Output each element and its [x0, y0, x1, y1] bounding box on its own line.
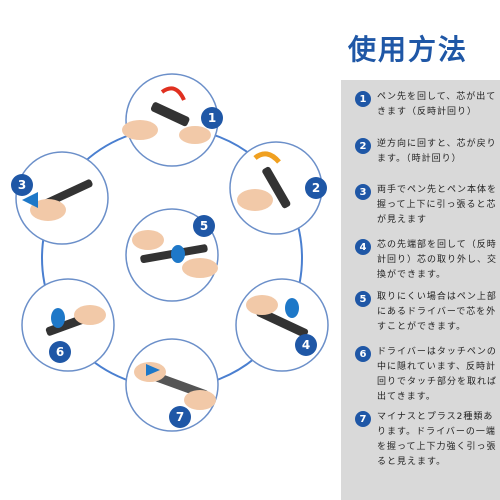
instructions-panel: 1 ペン先を回して、芯が出てきます（反時計回り） 2 逆方向に回すと、芯が戻りま…: [341, 80, 500, 500]
illustration-step-number: 2: [312, 181, 320, 195]
illustration-step-badge-3: 3: [11, 174, 33, 196]
step-number-badge: 1: [355, 91, 371, 107]
illustration-step-badge-4: 4: [295, 334, 317, 356]
step-1-photo: [122, 73, 219, 167]
step-3: 3 両手でペン先とペン本体を握って上下に引っ張ると芯が見えます: [355, 183, 500, 228]
step-number-badge: 6: [355, 346, 371, 362]
step-text: 逆方向に回すと、芯が戻ります。（時計回り）: [377, 139, 497, 164]
illustration-step-number: 7: [176, 410, 184, 424]
step-4-photo: [235, 278, 329, 372]
illustration-step-badge-7: 7: [169, 406, 191, 428]
illustration-step-number: 3: [18, 178, 26, 192]
illustration-step-number: 6: [56, 345, 64, 359]
illustration-step-badge-6: 6: [49, 341, 71, 363]
illustration-step-badge-1: 1: [201, 107, 223, 129]
step-4: 4 芯の先端部を回して（反時計回り）芯の取り外し、交換ができます。: [355, 238, 500, 283]
step-text: 取りにくい場合はペン上部にあるドライバーで芯を外すことができます。: [377, 292, 497, 332]
illustration-step-number: 5: [200, 219, 208, 233]
step-text: ペン先を回して、芯が出てきます（反時計回り）: [377, 92, 497, 117]
step-7-photo: [125, 338, 219, 432]
step-number-badge: 5: [355, 291, 371, 307]
step-text: 芯の先端部を回して（反時計回り）芯の取り外し、交換ができます。: [377, 240, 498, 280]
step-text: マイナスとプラス2種類あります。ドライバーの一端を握って上下力強く引っ張ると見え…: [377, 412, 497, 467]
step-number-badge: 2: [355, 138, 371, 154]
step-1: 1 ペン先を回して、芯が出てきます（反時計回り）: [355, 90, 500, 120]
step-text: 両手でペン先とペン本体を握って上下に引っ張ると芯が見えます: [377, 185, 498, 225]
step-2: 2 逆方向に回すと、芯が戻ります。（時計回り）: [355, 137, 500, 167]
illustration-step-badge-5: 5: [193, 215, 215, 237]
step-number-badge: 3: [355, 184, 371, 200]
step-2-photo: [229, 141, 323, 235]
page-title: 使用方法: [348, 33, 469, 66]
usage-illustration: 1 2 3 4 5 6 7: [11, 73, 329, 432]
illustration-step-number: 1: [208, 111, 216, 125]
step-6-photo: [21, 278, 115, 372]
step-text: ドライバーはタッチペンの中に隠れています、反時計回りでタッチ部分を取れば出てきま…: [377, 347, 498, 402]
step-number-badge: 7: [355, 411, 371, 427]
step-7: 7 マイナスとプラス2種類あります。ドライバーの一端を握って上下力強く引っ張ると…: [355, 410, 500, 470]
step-number-badge: 4: [355, 239, 371, 255]
illustration-step-badge-2: 2: [305, 177, 327, 199]
step-6: 6 ドライバーはタッチペンの中に隠れています、反時計回りでタッチ部分を取れば出て…: [355, 345, 500, 405]
step-3-photo: [15, 151, 109, 245]
step-5: 5 取りにくい場合はペン上部にあるドライバーで芯を外すことができます。: [355, 290, 500, 335]
illustration-step-number: 4: [302, 338, 310, 352]
